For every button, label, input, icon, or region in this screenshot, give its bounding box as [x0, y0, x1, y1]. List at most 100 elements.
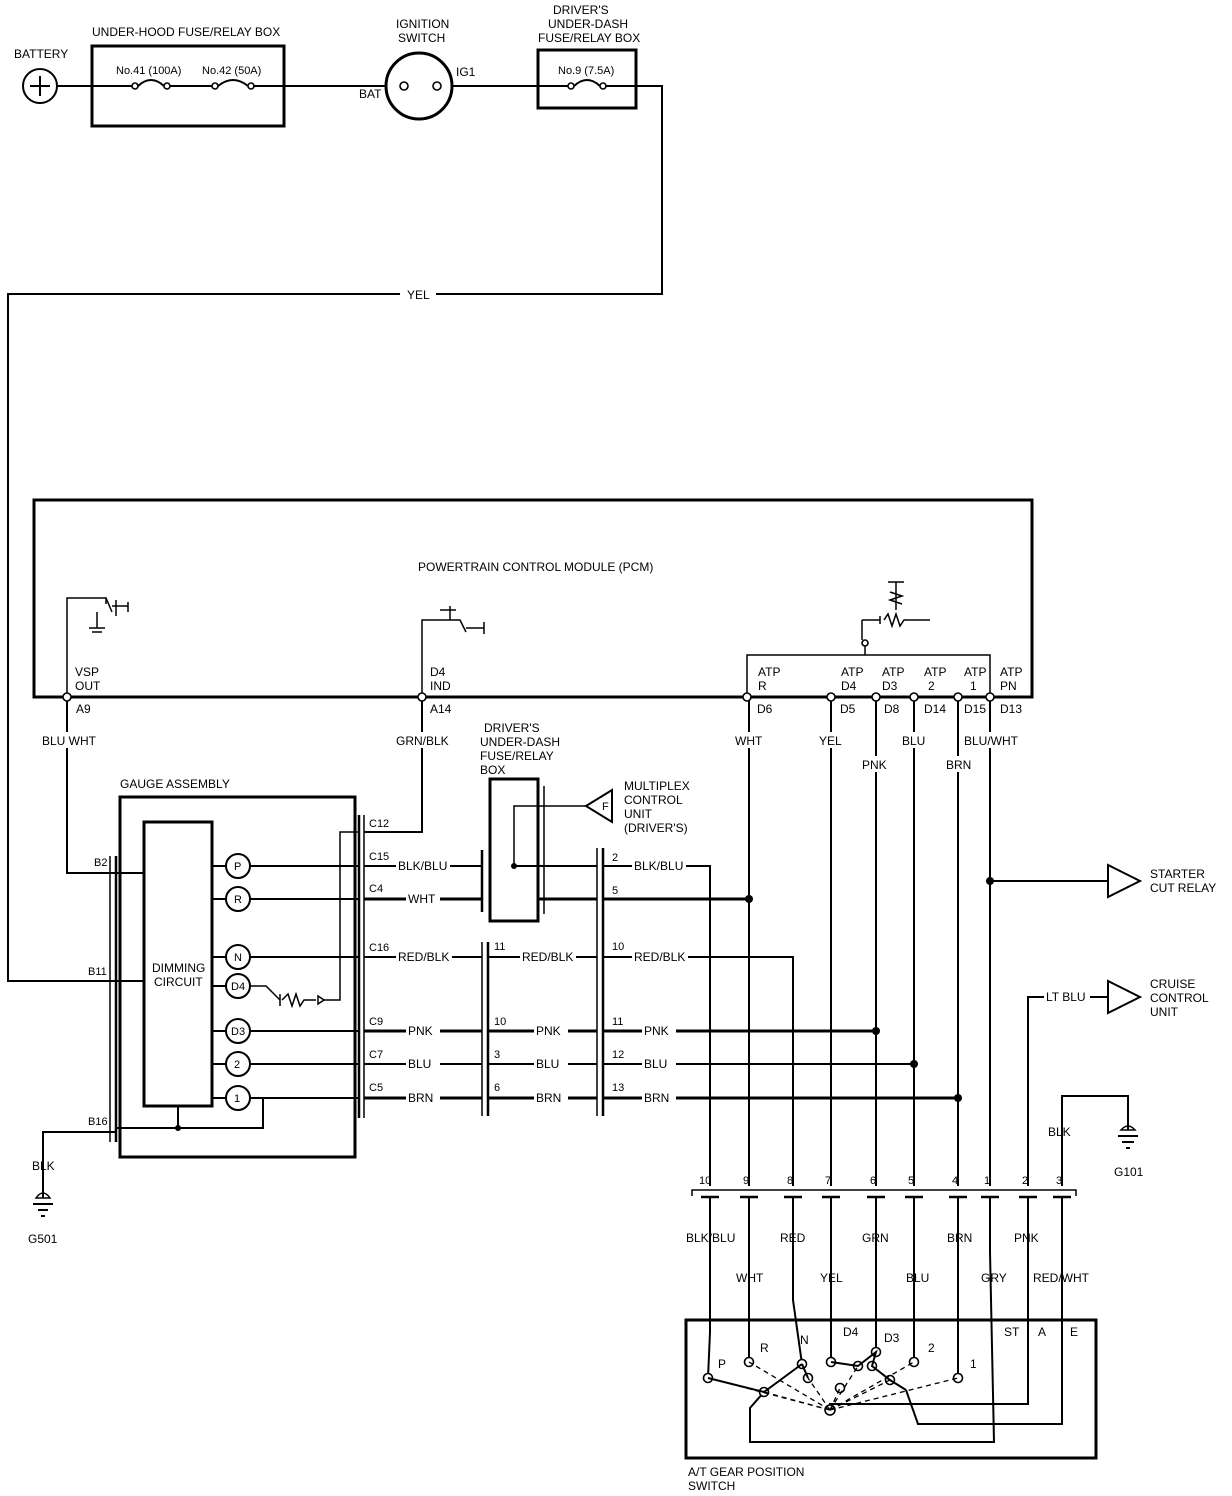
- starter-cut-relay: STARTER CUT RELAY: [1107, 863, 1216, 899]
- svg-text:6: 6: [494, 1082, 500, 1094]
- svg-text:BLK/BLU: BLK/BLU: [634, 859, 683, 873]
- connector-triangle-icon: [1107, 863, 1143, 899]
- svg-text:CONTROL: CONTROL: [624, 793, 683, 807]
- svg-text:D14: D14: [924, 702, 946, 716]
- svg-text:RED/BLK: RED/BLK: [522, 950, 573, 964]
- ground-icon: [1119, 1125, 1137, 1131]
- drivers-under-dash-fuse-box-top: DRIVER'S UNDER-DASH FUSE/RELAY BOX No.9 …: [536, 3, 640, 110]
- svg-text:ATP: ATP: [882, 665, 904, 679]
- battery-label: BATTERY: [14, 47, 68, 61]
- fuse-41-label: No.41 (100A): [116, 65, 181, 77]
- svg-text:1: 1: [970, 1357, 977, 1371]
- svg-text:B16: B16: [88, 1116, 108, 1128]
- resistor-icon: [281, 991, 316, 1009]
- svg-text:UNDER-DASH: UNDER-DASH: [548, 17, 628, 31]
- drivers-under-dash-fuse-box-mid: DRIVER'S UNDER-DASH FUSE/RELAY BOX: [480, 721, 586, 923]
- pcm-terminal-a14: [417, 692, 427, 702]
- svg-text:LT BLU: LT BLU: [1046, 990, 1086, 1004]
- svg-text:GRY: GRY: [981, 1271, 1007, 1285]
- ground-g101: BLK G101: [1048, 1095, 1144, 1186]
- svg-text:C4: C4: [369, 883, 383, 895]
- svg-text:P: P: [234, 861, 241, 873]
- svg-text:G501: G501: [28, 1232, 58, 1246]
- svg-text:PNK: PNK: [408, 1024, 433, 1038]
- bat-terminal-label: BAT: [359, 87, 382, 101]
- svg-text:UNIT: UNIT: [624, 807, 653, 821]
- svg-text:WHT: WHT: [408, 892, 436, 906]
- svg-text:BLU: BLU: [644, 1057, 667, 1071]
- svg-text:UNIT: UNIT: [1150, 1005, 1179, 1019]
- svg-text:1: 1: [234, 1093, 240, 1105]
- svg-text:G101: G101: [1114, 1165, 1144, 1179]
- connector-pin-label: 2: [1022, 1175, 1028, 1187]
- svg-text:ATP: ATP: [841, 665, 863, 679]
- svg-text:(DRIVER'S): (DRIVER'S): [624, 821, 688, 835]
- svg-text:D4: D4: [231, 981, 245, 993]
- at-gear-position-switch: A/T GEAR POSITION SWITCH P R N D4 D3 2 1…: [684, 1318, 1098, 1493]
- svg-text:STARTER: STARTER: [1150, 867, 1205, 881]
- yel-feed-wire: [7, 85, 663, 982]
- connector-pin-label: 3: [1056, 1175, 1062, 1187]
- svg-text:ST: ST: [1004, 1325, 1020, 1339]
- svg-text:GRN/BLK: GRN/BLK: [396, 734, 449, 748]
- svg-text:E: E: [1070, 1325, 1078, 1339]
- svg-text:1: 1: [970, 679, 977, 693]
- svg-text:VSP: VSP: [75, 665, 99, 679]
- svg-text:B11: B11: [88, 966, 107, 978]
- svg-text:BLU/WHT: BLU/WHT: [964, 734, 1019, 748]
- pcm: POWERTRAIN CONTROL MODULE (PCM) VSP OUT …: [32, 498, 1034, 716]
- svg-text:ATP: ATP: [1000, 665, 1022, 679]
- svg-text:C9: C9: [369, 1016, 383, 1028]
- svg-text:F: F: [602, 801, 609, 813]
- fuse-9-label: No.9 (7.5A): [558, 65, 614, 77]
- fuse-icon: [217, 79, 249, 87]
- switch-title: A/T GEAR POSITION: [688, 1465, 804, 1479]
- connector-pin-label: 10: [699, 1175, 711, 1187]
- connector-pin-label: 6: [870, 1175, 876, 1187]
- svg-text:BLU: BLU: [902, 734, 925, 748]
- pcm-terminal-a9: [62, 692, 72, 702]
- svg-text:D13: D13: [1000, 702, 1022, 716]
- svg-text:13: 13: [612, 1082, 624, 1094]
- fuse-icon: [137, 79, 165, 87]
- svg-text:D8: D8: [884, 702, 900, 716]
- svg-text:BRN: BRN: [536, 1091, 561, 1105]
- svg-text:2: 2: [234, 1059, 240, 1071]
- svg-text:BLK: BLK: [1048, 1125, 1071, 1139]
- svg-text:3: 3: [494, 1049, 500, 1061]
- svg-text:PNK: PNK: [1014, 1231, 1039, 1245]
- svg-text:RED/BLK: RED/BLK: [398, 950, 449, 964]
- svg-text:FUSE/RELAY BOX: FUSE/RELAY BOX: [538, 31, 640, 45]
- connector-pin-label: 9: [743, 1175, 749, 1187]
- connector-triangle-icon: [1107, 979, 1143, 1015]
- under-hood-fuse-relay-box: UNDER-HOOD FUSE/RELAY BOX No.41 (100A) N…: [90, 25, 286, 128]
- gauge-assembly: GAUGE ASSEMBLY DIMMING CIRCUIT B2 B11 B1…: [88, 777, 389, 1159]
- svg-text:CUT RELAY: CUT RELAY: [1150, 881, 1216, 895]
- svg-text:D3: D3: [884, 1331, 900, 1345]
- svg-text:D4: D4: [841, 679, 857, 693]
- svg-text:BLU: BLU: [536, 1057, 559, 1071]
- svg-text:WHT: WHT: [735, 734, 763, 748]
- svg-text:BRN: BRN: [644, 1091, 669, 1105]
- battery: BATTERY: [14, 47, 68, 104]
- svg-text:PNK: PNK: [862, 758, 887, 772]
- connector-pin-label: 5: [908, 1175, 914, 1187]
- pcm-terminal-d8: [871, 692, 881, 702]
- svg-text:BRN: BRN: [946, 758, 971, 772]
- svg-text:OUT: OUT: [75, 679, 101, 693]
- connector-pin-label: 8: [787, 1175, 793, 1187]
- svg-text:ATP: ATP: [758, 665, 780, 679]
- svg-text:IND: IND: [430, 679, 451, 693]
- svg-text:2: 2: [612, 852, 618, 864]
- ig1-terminal-label: IG1: [456, 65, 476, 79]
- svg-text:5: 5: [612, 885, 618, 897]
- svg-text:N: N: [234, 952, 242, 964]
- svg-text:UNDER-DASH: UNDER-DASH: [480, 735, 560, 749]
- svg-text:C15: C15: [369, 851, 389, 863]
- svg-text:2: 2: [928, 679, 935, 693]
- pcm-terminal-d14: [909, 692, 919, 702]
- dud-box-title: DRIVER'S: [553, 3, 609, 17]
- ground-g501: BLK G501: [28, 1131, 116, 1246]
- svg-text:R: R: [758, 679, 767, 693]
